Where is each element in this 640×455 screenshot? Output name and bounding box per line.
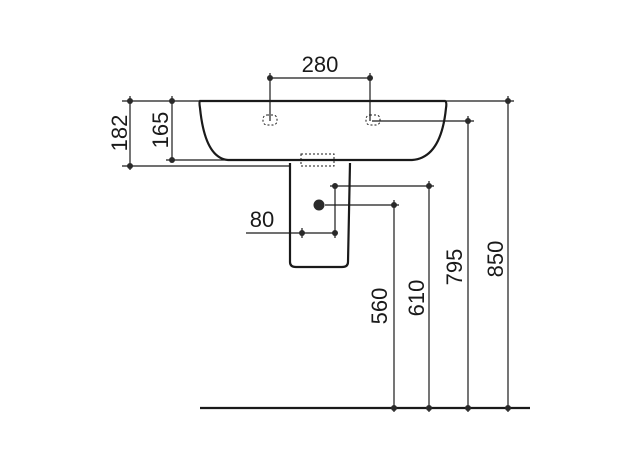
dimension-waste-offset: 80 [246, 186, 338, 238]
waste-outlet [313, 199, 325, 211]
dimension-supply-height: 610 [330, 181, 434, 412]
waste-offset-label: 80 [250, 207, 274, 232]
rim-height-label: 795 [442, 249, 467, 286]
pedestal-outline [288, 162, 352, 269]
overflow-slot [300, 153, 335, 167]
bowl-height-label: 165 [148, 112, 173, 149]
dimension-basin-heights: 182 165 [107, 96, 290, 170]
dimension-tap-spacing: 280 [267, 52, 373, 121]
waste-height-label: 560 [367, 288, 392, 325]
top-height-label: 850 [483, 241, 508, 278]
dimension-rim-height: 795 [372, 116, 474, 412]
tap-hole-right [365, 114, 381, 126]
supply-height-label: 610 [404, 280, 429, 317]
basin-outline [198, 99, 448, 162]
overall-height-label: 182 [107, 115, 132, 152]
dimension-top-height: 850 [445, 96, 514, 412]
dimension-waste-height: 560 [325, 200, 399, 412]
tap-hole-left [262, 114, 278, 126]
tap-spacing-label: 280 [302, 52, 339, 77]
